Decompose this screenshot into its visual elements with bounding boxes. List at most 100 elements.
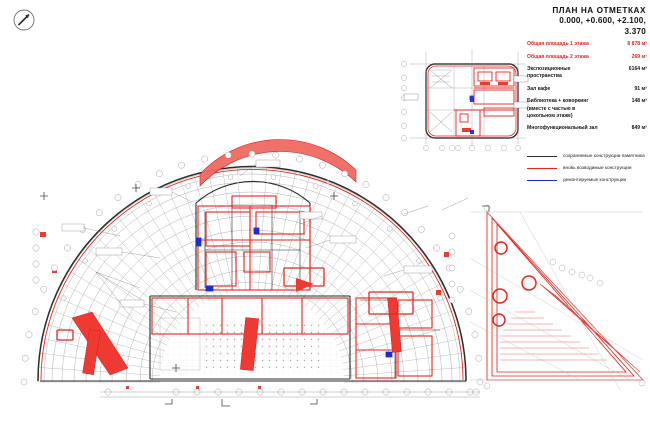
inset-grid-bubble xyxy=(449,145,455,151)
bottom-dimension-line xyxy=(100,391,480,398)
radial-line xyxy=(166,185,216,298)
plan-title-line2: 0.000, +0.600, +2.100, xyxy=(559,16,646,26)
inset-grid-bubble xyxy=(401,123,407,129)
grid-bubble xyxy=(20,378,28,386)
area-label: Зал кафе xyxy=(527,85,551,92)
area-label: Библиотека + коворкинг (вместе с частью … xyxy=(527,98,589,119)
area-label: Общая площадь 1 этажа xyxy=(527,41,589,47)
legend-line-swatch xyxy=(527,177,557,184)
area-row: Зал кафе 91 м² xyxy=(527,86,647,93)
grid-bubble xyxy=(40,285,48,293)
concentric-arc xyxy=(73,203,431,383)
grid-bubble xyxy=(114,194,122,201)
grid-bubble xyxy=(475,354,483,362)
inset-grid-bubble xyxy=(501,145,507,151)
area-label: Экспозиционные пространства xyxy=(527,66,571,80)
grid-bubble xyxy=(32,228,40,236)
legend-item: вновь возводимые конструкции xyxy=(527,165,647,172)
grid-bubble xyxy=(270,174,277,180)
grid-bubble xyxy=(201,155,208,163)
legend-item: сохраняемые конструкции памятника xyxy=(527,153,647,160)
area-value: 6164 м² xyxy=(628,66,647,73)
area-row: Библиотека + коворкинг (вместе с частью … xyxy=(527,98,647,119)
grid-bubble xyxy=(82,258,88,264)
radial-line xyxy=(105,225,190,315)
grid-bubble xyxy=(178,161,185,169)
new-escalators xyxy=(56,267,414,376)
grid-bubble xyxy=(476,378,484,386)
concentric-arc xyxy=(43,173,461,383)
grid-bubble xyxy=(437,295,443,301)
radial-line xyxy=(128,207,200,307)
new-curved-gallery xyxy=(199,139,357,189)
concentric-arc xyxy=(37,167,467,383)
grid-bubble xyxy=(32,260,40,268)
grid-bubble xyxy=(352,201,358,207)
grid-bubble xyxy=(31,308,39,315)
triangle-overlay-grid xyxy=(469,211,648,391)
concentric-arc xyxy=(85,215,419,383)
grid-bubble xyxy=(433,244,440,252)
inset-grid-bubble xyxy=(455,145,461,151)
grid-bubble xyxy=(21,354,29,362)
inset-grid-bubble xyxy=(401,135,407,141)
radial-line xyxy=(194,175,228,294)
grid-bubble xyxy=(25,331,33,338)
triangle-grid-bubbles xyxy=(483,204,646,390)
grid-bubble xyxy=(448,264,456,272)
title-block: ПЛАН НА ОТМЕТКАХ 0.000, +0.600, +2.100, … xyxy=(498,6,646,37)
areas-table: Общая площадь 1 этажа 8 878 м² Общая площа… xyxy=(527,41,647,138)
legend-line-swatch xyxy=(527,153,557,160)
grid-bubble xyxy=(185,183,191,189)
grid-bubble xyxy=(227,174,234,180)
inset-grid-bubble xyxy=(423,145,429,151)
radial-line xyxy=(342,338,462,364)
grid-bubble xyxy=(146,201,152,207)
grid-bubble xyxy=(471,331,479,338)
area-value: 91 м² xyxy=(634,85,647,92)
concentric-arc xyxy=(99,229,405,383)
legend: сохраняемые конструкции памятника вновь в… xyxy=(527,153,647,189)
radial-line xyxy=(314,225,399,315)
grid-bubble xyxy=(341,170,349,177)
concentric-arc xyxy=(61,191,443,383)
new-facade-line xyxy=(40,169,464,381)
legend-label: вновь возводимые конструкции xyxy=(563,165,632,170)
radial-line xyxy=(343,367,466,376)
concentric-arc-grid xyxy=(37,167,467,383)
area-value: 8 878 м² xyxy=(627,41,647,47)
grid-bubble xyxy=(224,151,232,159)
plan-title-line1: ПЛАН НА ОТМЕТКАХ xyxy=(552,6,646,15)
radial-line xyxy=(50,310,166,352)
plan-title-line3: 3.370 xyxy=(624,26,646,36)
inset-grid-bubble xyxy=(401,85,407,91)
legend-label: сохраняемые конструкции памятника xyxy=(563,153,645,158)
radial-line xyxy=(276,175,310,294)
grid-bubble xyxy=(448,232,456,240)
radial-line xyxy=(140,199,205,304)
radial-line xyxy=(39,352,161,370)
grid-bubble xyxy=(387,226,393,232)
area-row: Экспозиционные пространства 6164 м² xyxy=(527,66,647,80)
radial-line xyxy=(264,169,282,291)
grid-bubble xyxy=(362,181,370,188)
section-markers xyxy=(40,184,338,407)
inset-grid-bubble xyxy=(401,61,407,67)
inset-grid-bubble xyxy=(515,145,521,151)
radial-line xyxy=(309,215,388,311)
grid-bubble xyxy=(272,151,280,159)
grid-bubble xyxy=(296,155,303,163)
radial-line xyxy=(153,191,210,301)
area-value: 849 м² xyxy=(631,125,647,132)
new-core-walls xyxy=(197,195,311,291)
area-value: 269 м² xyxy=(631,53,647,60)
circular-voids xyxy=(492,241,537,327)
